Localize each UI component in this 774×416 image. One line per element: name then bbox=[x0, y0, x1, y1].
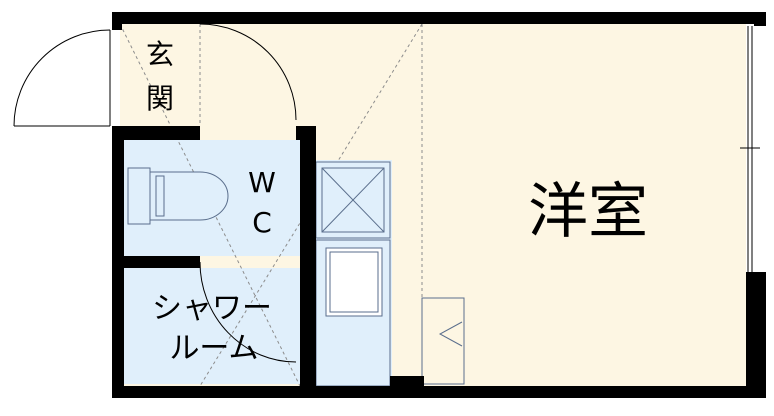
entrance-floor bbox=[120, 24, 200, 126]
entrance-label-bottom: 関 bbox=[146, 82, 174, 115]
entrance-label-top: 玄 bbox=[146, 38, 174, 71]
walls bbox=[112, 12, 766, 398]
shower-room-floor bbox=[124, 268, 300, 384]
western-room-label: 洋室 bbox=[528, 177, 648, 247]
shower-room-label-top: シャワー bbox=[152, 291, 272, 326]
toilet-label-top: W bbox=[248, 166, 276, 199]
entrance-door bbox=[13, 23, 297, 127]
shower-door bbox=[199, 261, 297, 363]
toilet-label-bottom: C bbox=[252, 206, 272, 239]
toilet-fixture bbox=[127, 167, 229, 225]
shower-room-label-bottom: ルーム bbox=[169, 331, 258, 366]
storage-symbol bbox=[421, 297, 465, 385]
kitchen-unit bbox=[315, 161, 391, 387]
window bbox=[740, 26, 760, 272]
